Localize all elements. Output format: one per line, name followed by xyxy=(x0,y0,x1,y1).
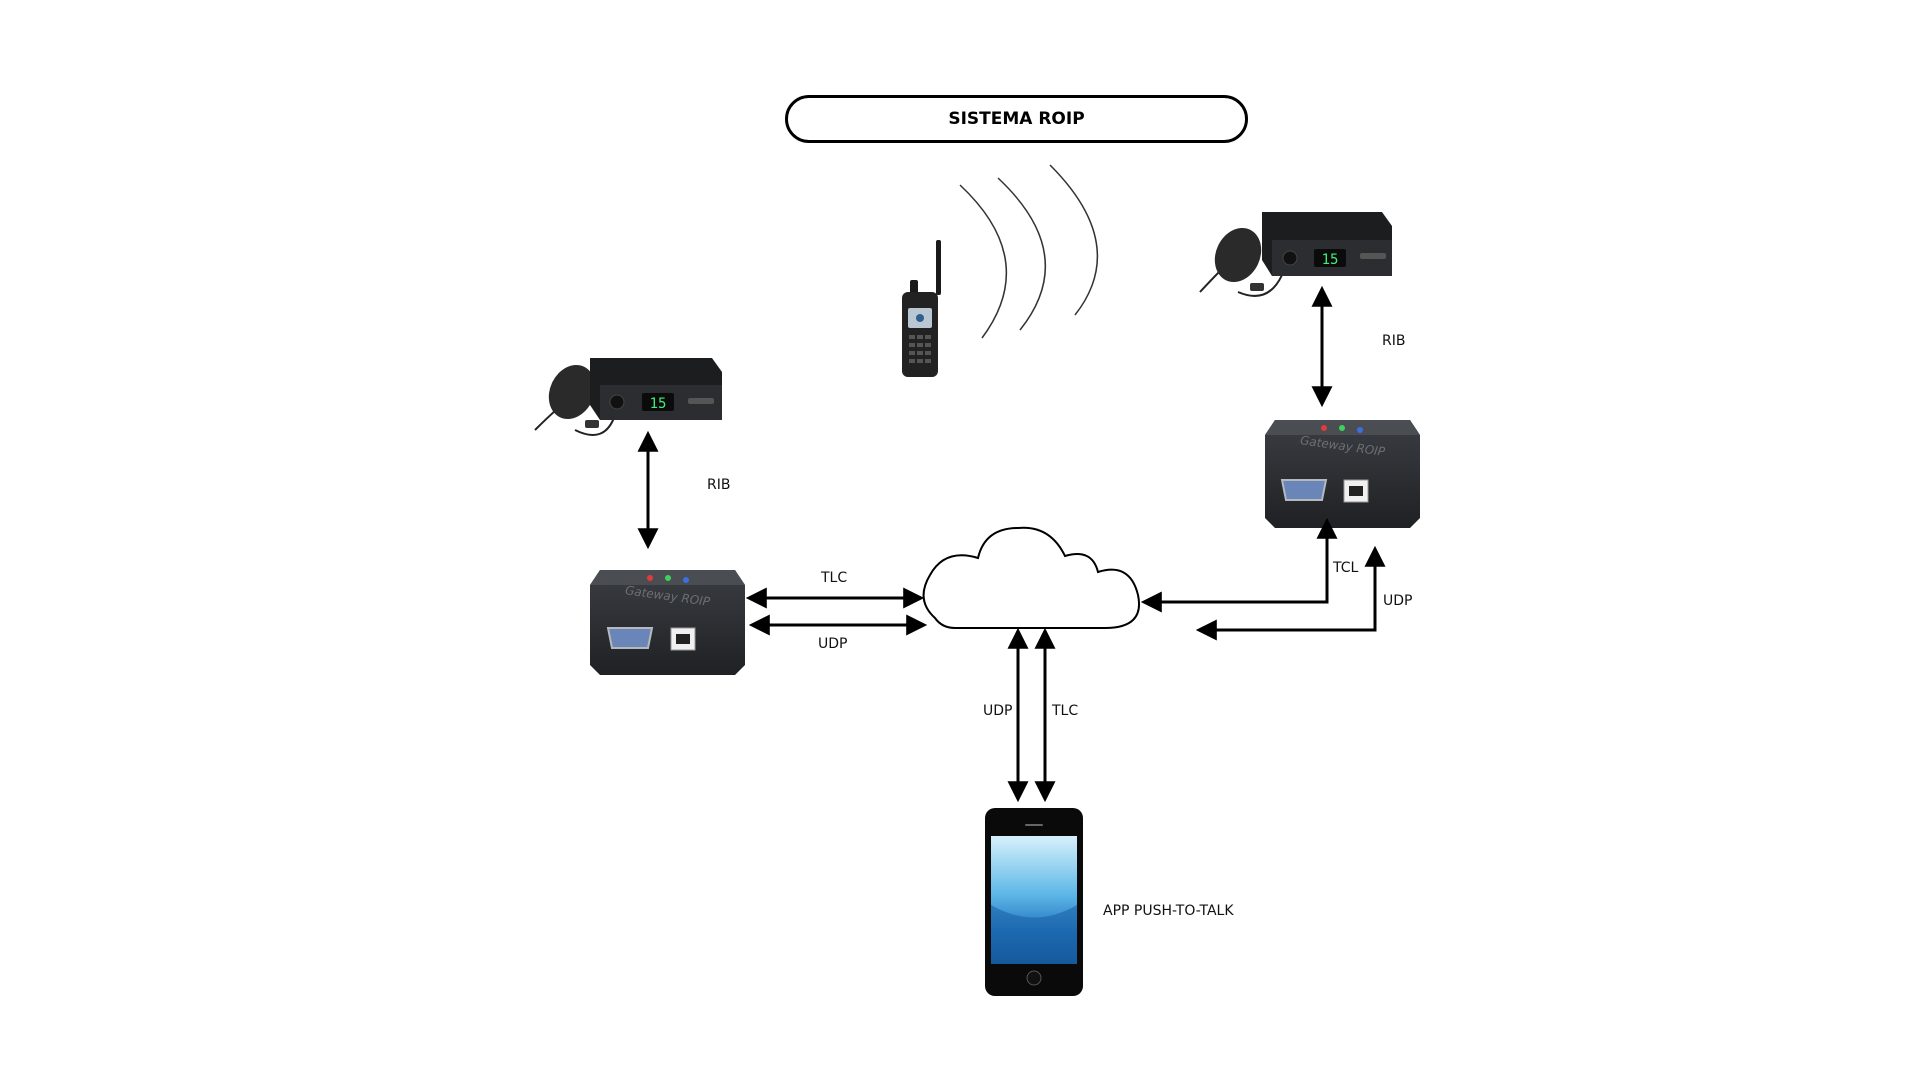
mobile-radio-left-icon: 15 xyxy=(534,358,722,436)
label-udp-center: UDP xyxy=(983,703,1013,719)
label-tcl-right: TCL xyxy=(1333,560,1359,576)
smartphone-icon xyxy=(985,808,1083,996)
label-tlc-center: TLC xyxy=(1052,703,1079,719)
handheld-radio-icon xyxy=(902,240,941,377)
label-udp-left: UDP xyxy=(818,636,848,652)
title-banner: SISTEMA ROIP xyxy=(785,95,1248,143)
label-rib-left: RIB xyxy=(707,477,731,493)
gateway-roip-left: Gateway ROIP xyxy=(590,570,745,675)
tcl-right-arrow xyxy=(1140,517,1338,613)
diagram-title: SISTEMA ROIP xyxy=(948,109,1085,129)
label-app-push-to-talk: APP PUSH-TO-TALK xyxy=(1103,903,1234,919)
radio-waves-icon xyxy=(959,164,1099,339)
mobile-radio-right-icon: 15 xyxy=(1199,212,1392,297)
internet-cloud-icon xyxy=(922,526,1140,629)
label-tlc-left: TLC xyxy=(821,570,848,586)
gateway-roip-right: Gateway ROIP xyxy=(1265,420,1420,528)
udp-right-arrow xyxy=(1195,545,1386,641)
radio-right-display: 15 xyxy=(1322,252,1339,268)
label-rib-right: RIB xyxy=(1382,333,1406,349)
label-udp-right: UDP xyxy=(1383,593,1413,609)
connection-arrows xyxy=(637,285,1386,803)
radio-left-display: 15 xyxy=(650,396,667,412)
